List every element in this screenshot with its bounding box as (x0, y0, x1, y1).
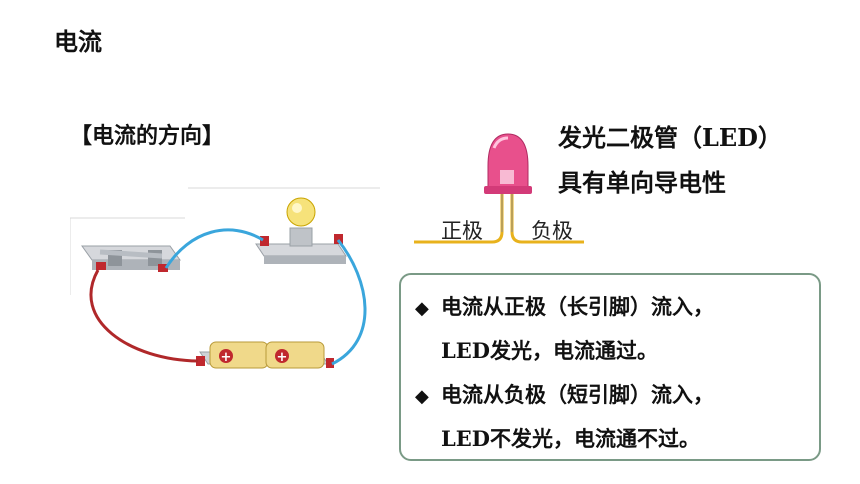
info-line-2: LED发光，电流通过。 (441, 335, 658, 365)
led-title-suffix: ） (757, 124, 782, 152)
info-line-3: ◆ 电流从负极（短引脚）流入， (415, 379, 714, 409)
info-line-1: ◆ 电流从正极（长引脚）流入， (415, 291, 714, 321)
led-icon (484, 133, 532, 194)
circuit-illustration: + + (70, 187, 380, 369)
led-title-line1: 发光二极管（LED） (558, 118, 782, 153)
battery-plus-2: + (277, 350, 288, 365)
info-line-4-abbr: LED (441, 426, 490, 451)
led-negative-label: 负极 (531, 219, 573, 243)
info-line-1-text: 电流从正极（长引脚）流入， (441, 295, 714, 319)
diamond-bullet-icon: ◆ (415, 386, 429, 407)
led-illustration: 正极 负极 (414, 133, 584, 244)
red-wire-switch-battery (89, 269, 199, 363)
led-title-abbr: LED (702, 123, 758, 152)
led-title-prefix: 发光二极管（ (558, 124, 702, 152)
blue-wire-switch-bulb (164, 228, 264, 269)
led-title-line2: 具有单向导电性 (558, 169, 726, 197)
info-line-2-text: 发光，电流通过。 (489, 339, 658, 363)
diamond-bullet-icon: ◆ (415, 298, 429, 319)
info-line-3-text: 电流从负极（短引脚）流入， (441, 383, 714, 407)
led-positive-label: 正极 (441, 219, 483, 243)
battery-icon: + + (196, 341, 334, 369)
blue-wire-bulb-battery (331, 239, 367, 366)
battery-plus-1: + (221, 350, 232, 365)
switch-icon (81, 245, 181, 272)
bulb-icon (255, 197, 347, 264)
info-line-4-text: 不发光，电流通不过。 (489, 427, 700, 451)
section-heading: 【电流的方向】 (70, 124, 225, 149)
page-title: 电流 (54, 28, 102, 56)
info-line-2-abbr: LED (441, 338, 490, 363)
info-line-4: LED不发光，电流通不过。 (441, 423, 700, 453)
info-box: ◆电流从正极（长引脚）流入， LED发光，电流通过。 ◆电流从负极（短引脚）流入… (399, 273, 821, 461)
